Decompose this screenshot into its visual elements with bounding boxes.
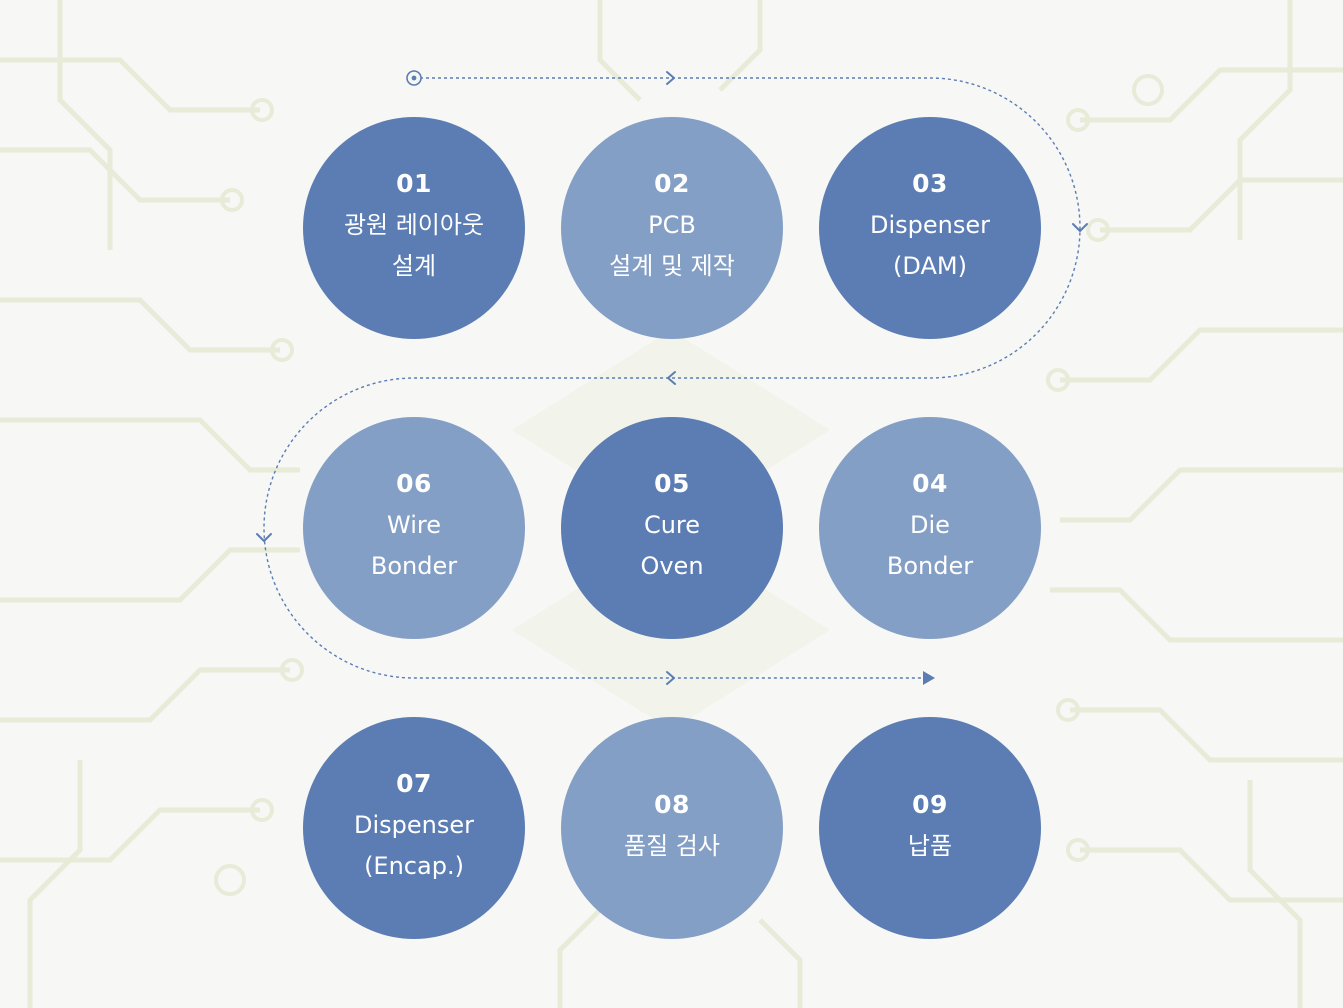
- step-label-line1: Die: [910, 511, 950, 539]
- step-label-line1: Dispenser: [870, 211, 990, 239]
- chevron-right-icon: [666, 671, 675, 685]
- chevron-right-icon: [666, 71, 675, 85]
- step-label-line1: 광원 레이아웃: [343, 211, 485, 239]
- arrowhead-end-icon: [923, 671, 935, 685]
- step-06-circle: 06 Wire Bonder: [303, 417, 525, 639]
- step-09-circle: 09 납품: [819, 717, 1041, 939]
- step-label-line2: (DAM): [893, 252, 967, 280]
- step-number: 04: [912, 469, 948, 498]
- step-number: 08: [654, 789, 690, 819]
- step-label-line1: Wire: [387, 511, 441, 539]
- step-label-line2: (Encap.): [364, 852, 464, 880]
- step-number: 06: [396, 469, 432, 498]
- step-04-circle: 04 Die Bonder: [819, 417, 1041, 639]
- step-label-line2: 설계 및 제작: [609, 252, 735, 280]
- step-number: 05: [654, 469, 690, 498]
- step-02-circle: 02 PCB 설계 및 제작: [561, 117, 783, 339]
- step-label-line2: Bonder: [886, 552, 974, 580]
- step-03-circle: 03 Dispenser (DAM): [819, 117, 1041, 339]
- step-label-line1: PCB: [648, 211, 696, 239]
- step-number: 03: [912, 169, 948, 198]
- step-label-line1: Cure: [643, 511, 701, 539]
- chevron-left-icon: [667, 371, 676, 385]
- step-08-circle: 08 품질 검사: [561, 717, 783, 939]
- chevron-down-icon: [1072, 223, 1088, 232]
- step-label-line1: Dispenser: [354, 811, 474, 839]
- step-label-line1: 납품: [907, 831, 953, 860]
- step-label-line1: 품질 검사: [624, 831, 720, 860]
- step-label-line2: Oven: [640, 552, 704, 580]
- step-07-circle: 07 Dispenser (Encap.): [303, 717, 525, 939]
- chevron-down-icon: [256, 533, 272, 542]
- step-number: 01: [396, 169, 432, 198]
- step-number: 07: [396, 769, 432, 798]
- step-05-circle: 05 Cure Oven: [561, 417, 783, 639]
- step-number: 09: [912, 789, 948, 819]
- step-01-circle: 01 광원 레이아웃 설계: [303, 117, 525, 339]
- step-label-line2: 설계: [391, 252, 437, 280]
- step-number: 02: [654, 169, 690, 198]
- step-label-line2: Bonder: [370, 552, 458, 580]
